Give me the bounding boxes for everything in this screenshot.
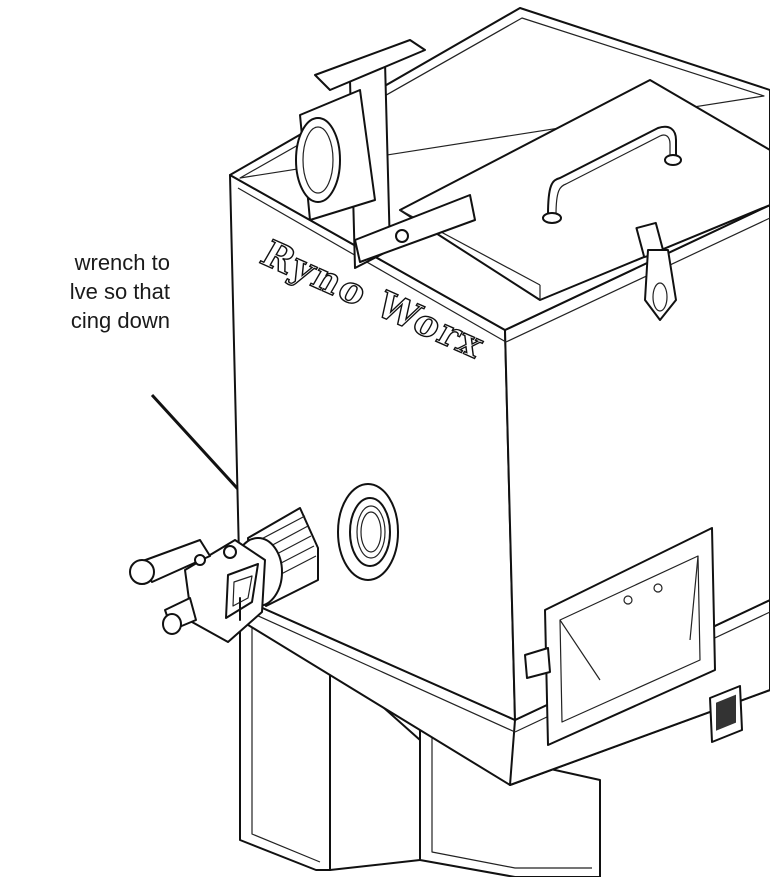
nameplate-icon [709,685,743,743]
outlet-port [337,483,399,581]
side-window [524,527,716,746]
lid-latch [635,221,677,321]
lid-handle [547,125,677,216]
callout-line-3: cing down [70,308,170,333]
callout-line-2: lve so that [69,279,170,304]
ball-valve-icon [129,507,319,643]
callout-line-1: wrench to [74,250,170,275]
instruction-callout: wrench to lve so that cing down [0,248,170,335]
inlet-assembly [295,39,476,269]
